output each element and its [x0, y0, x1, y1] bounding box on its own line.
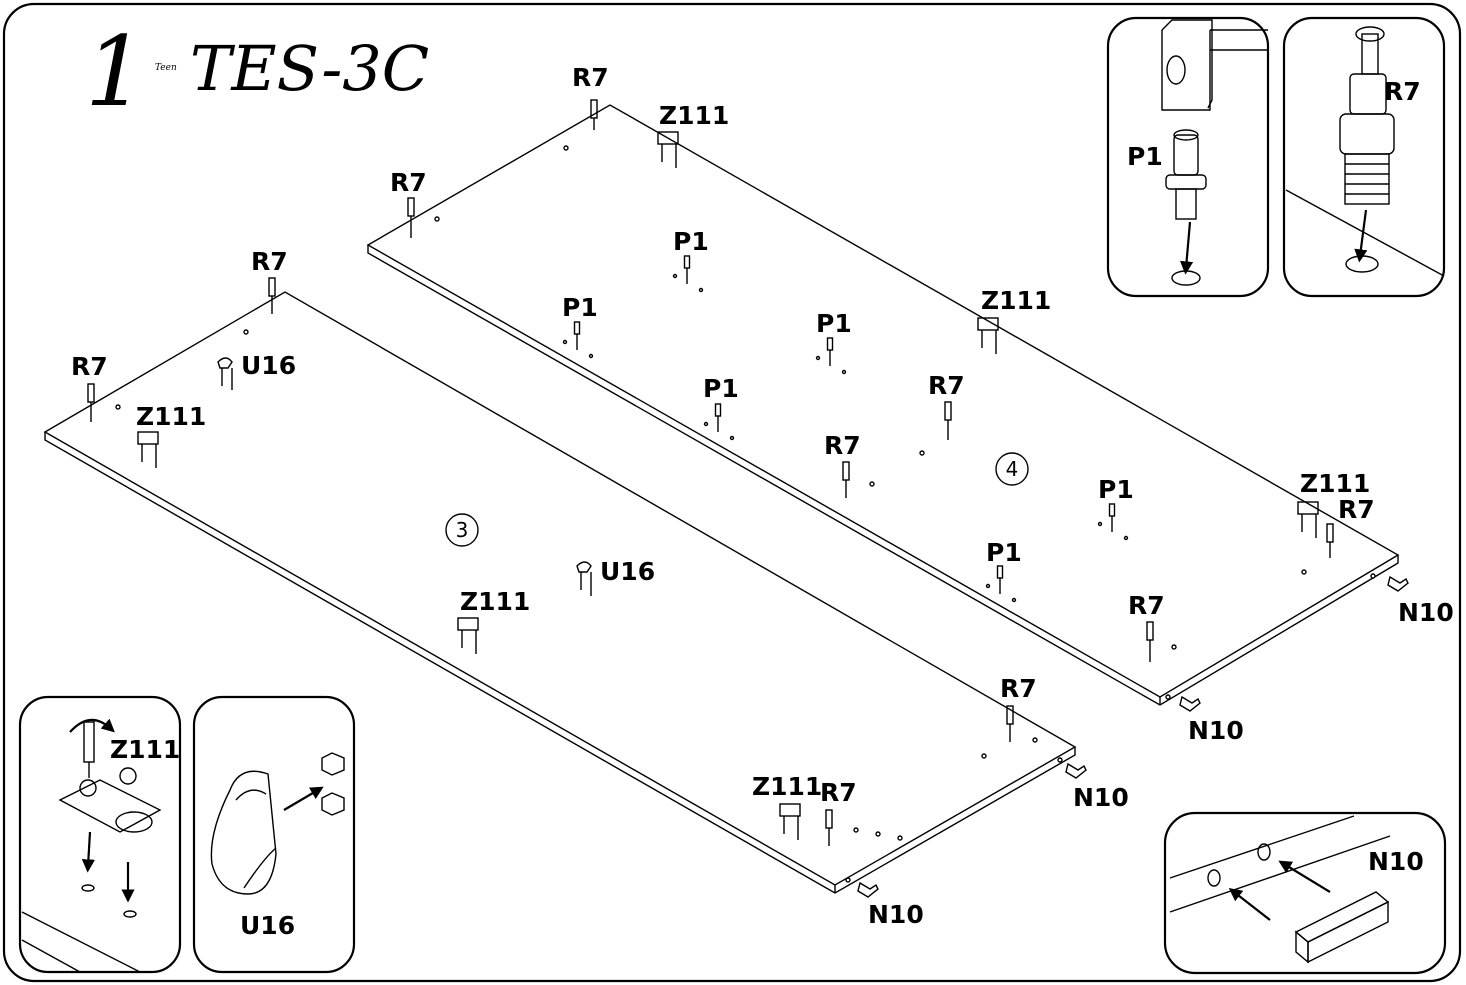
detail-p1: P1 [1106, 16, 1270, 298]
panel-holes [115, 145, 1376, 883]
panel-4-marker: 4 [995, 452, 1029, 486]
label-p1: P1 [1098, 475, 1134, 504]
n10-fittings [857, 575, 1409, 898]
detail-u16: U16 [192, 695, 356, 974]
label-p1: P1 [562, 293, 598, 322]
detail-n10-label: N10 [1368, 847, 1424, 876]
label-r7: R7 [251, 247, 288, 276]
label-u16: U16 [241, 351, 296, 380]
panel-4 [366, 104, 1400, 706]
part-labels: R7 Z111 R7 P1 R7 Z111 P1 P1 U16 R7 R7 P1… [71, 63, 1454, 929]
label-z111: Z111 [752, 772, 822, 801]
r7-fittings [87, 99, 1334, 846]
label-z111: Z111 [136, 402, 206, 431]
label-r7: R7 [572, 63, 609, 92]
detail-r7: R7 [1282, 16, 1446, 298]
label-z111: Z111 [659, 101, 729, 130]
panel-3-number: 3 [456, 518, 469, 542]
label-r7: R7 [1128, 591, 1165, 620]
label-z111: Z111 [981, 286, 1051, 315]
label-r7: R7 [71, 352, 108, 381]
label-r7: R7 [1000, 674, 1037, 703]
label-r7: R7 [928, 371, 965, 400]
label-n10: N10 [868, 900, 924, 929]
label-p1: P1 [816, 309, 852, 338]
label-r7: R7 [820, 778, 857, 807]
label-r7: R7 [1338, 495, 1375, 524]
panel-3-marker: 3 [445, 513, 479, 547]
panel-3 [43, 291, 1077, 894]
z111-fittings [137, 131, 1319, 840]
detail-z111-label: Z111 [110, 735, 180, 764]
label-p1: P1 [673, 227, 709, 256]
label-u16: U16 [600, 557, 655, 586]
p1-fittings [562, 255, 1129, 603]
label-z111: Z111 [1300, 469, 1370, 498]
label-r7: R7 [824, 431, 861, 460]
u16-fittings [217, 357, 592, 596]
label-r7: R7 [390, 168, 427, 197]
label-n10: N10 [1188, 716, 1244, 745]
model-title: TES-3C [190, 32, 429, 105]
label-p1: P1 [703, 374, 739, 403]
detail-z111: Z111 [18, 695, 182, 974]
label-n10: N10 [1398, 598, 1454, 627]
detail-u16-label: U16 [240, 911, 295, 940]
detail-p1-label: P1 [1127, 142, 1163, 171]
step-number: 1 [85, 16, 146, 128]
label-p1: P1 [986, 538, 1022, 567]
detail-r7-label: R7 [1384, 77, 1421, 106]
label-n10: N10 [1073, 783, 1129, 812]
panel-4-number: 4 [1006, 457, 1019, 481]
detail-n10: N10 [1163, 811, 1447, 975]
label-z111: Z111 [460, 587, 530, 616]
brand-label: Teen [155, 63, 177, 73]
